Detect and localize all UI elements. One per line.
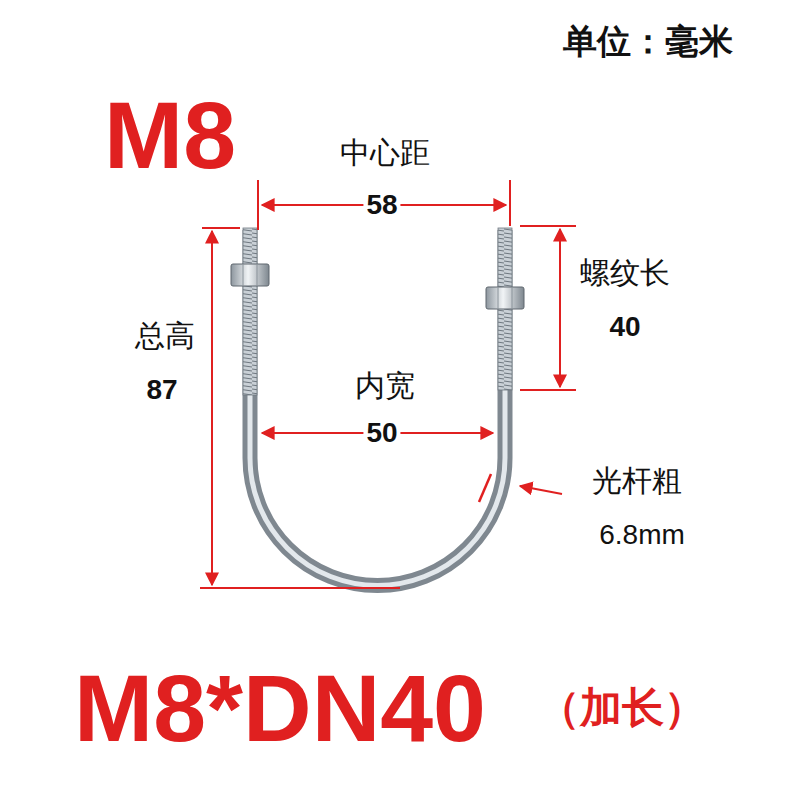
extension-line <box>257 180 259 230</box>
hex-nut <box>486 287 524 309</box>
unit-note: 单位：毫米 <box>560 23 736 60</box>
extension-line <box>509 180 511 226</box>
dimension-name: 螺纹长 <box>577 256 673 289</box>
diameter-mark <box>479 474 491 502</box>
thread <box>243 228 257 395</box>
rod-highlight <box>250 230 505 586</box>
nut-edge <box>512 287 513 309</box>
dimension-value: 87 <box>143 375 180 406</box>
hex-nut <box>231 264 269 286</box>
dimension-line <box>559 229 561 387</box>
dimension-value: 40 <box>606 312 643 343</box>
dimension-value: 50 <box>363 418 400 449</box>
extension-line <box>520 389 576 391</box>
dimension-line <box>211 231 213 585</box>
model-note: （加长） <box>535 685 709 731</box>
rod <box>250 230 505 586</box>
dimension-name: 光杆粗 <box>589 464 685 497</box>
model-name: M8*DN40 <box>71 656 489 761</box>
extension-line <box>202 227 240 229</box>
nut-edge <box>498 287 499 309</box>
dimension-value: 6.8mm <box>596 520 688 551</box>
extension-line <box>520 225 576 227</box>
dimension-name: 中心距 <box>337 136 433 169</box>
dimension-name: 总高 <box>132 319 198 352</box>
dimension-name: 内宽 <box>352 369 418 402</box>
leader-line <box>520 486 562 494</box>
nut-edge <box>257 264 258 286</box>
extension-line <box>200 587 400 589</box>
nut-edge <box>243 264 244 286</box>
dimension-value: 58 <box>363 190 400 221</box>
thread-size: M8 <box>101 83 239 188</box>
